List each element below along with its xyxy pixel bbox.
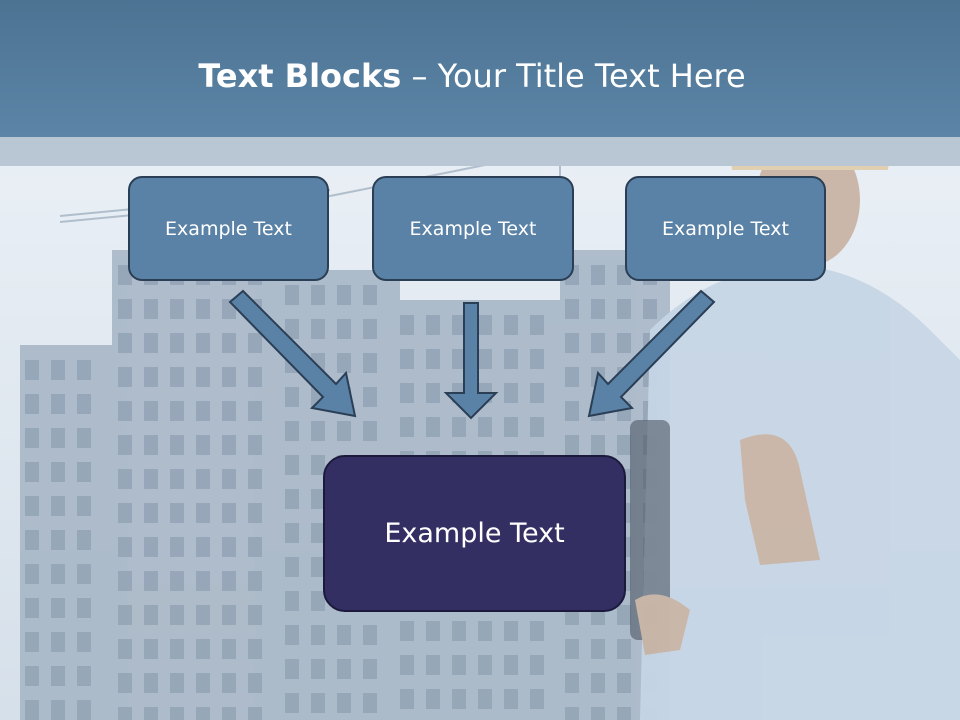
text-block-right-label: Example Text bbox=[662, 217, 789, 240]
text-block-middle[interactable]: Example Text bbox=[372, 176, 574, 281]
slide-title-bold: Text Blocks bbox=[198, 57, 402, 95]
title-sub-band bbox=[0, 137, 960, 166]
text-block-left[interactable]: Example Text bbox=[128, 176, 329, 281]
arrow-right-icon bbox=[587, 289, 716, 418]
text-block-main-label: Example Text bbox=[384, 518, 565, 549]
text-block-left-label: Example Text bbox=[165, 217, 292, 240]
arrow-middle-icon bbox=[443, 302, 499, 420]
slide-title-dash: – bbox=[401, 57, 438, 95]
text-block-right[interactable]: Example Text bbox=[625, 176, 826, 281]
slide-title-rest: Your Title Text Here bbox=[437, 57, 746, 95]
title-band bbox=[0, 0, 960, 137]
text-block-main[interactable]: Example Text bbox=[323, 455, 626, 612]
arrow-left-icon bbox=[228, 289, 357, 418]
text-block-middle-label: Example Text bbox=[409, 217, 537, 240]
slide-title: Text Blocks – Your Title Text Here bbox=[0, 56, 944, 96]
